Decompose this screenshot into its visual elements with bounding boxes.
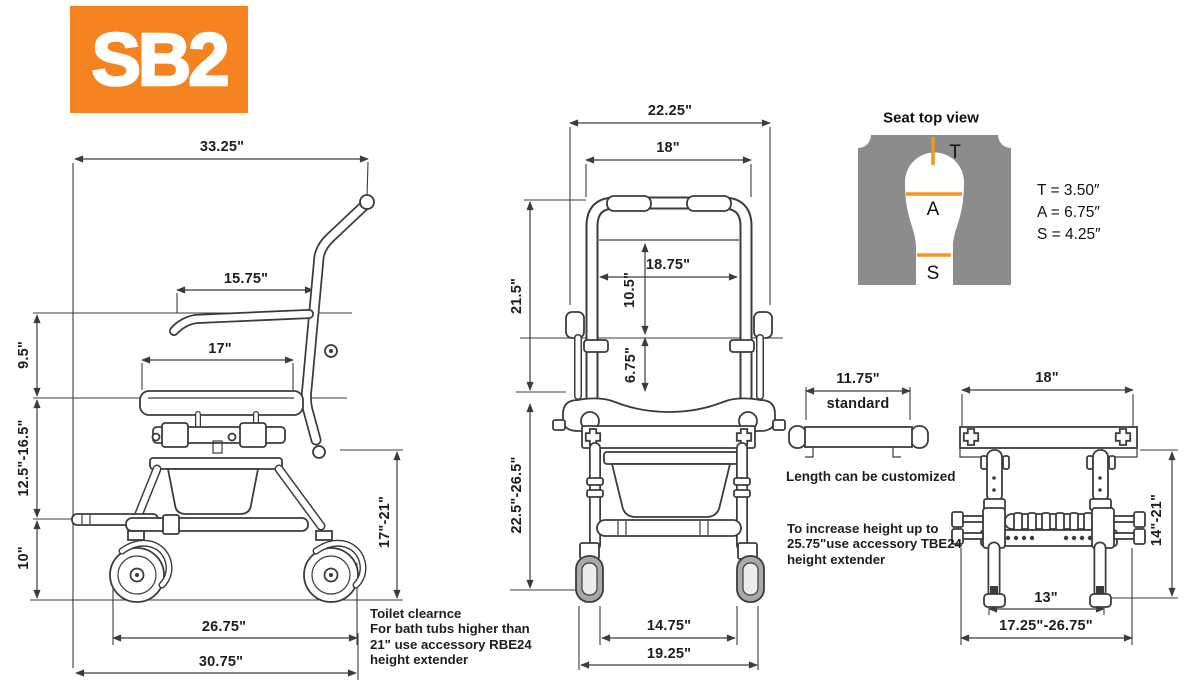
rear-view-drawing — [951, 386, 1178, 645]
seat-dimension-legend: T = 3.50″ A = 6.75″ S = 4.25″ — [1037, 180, 1101, 246]
front-dim-armrest-to-seat: 6.75" — [623, 346, 639, 384]
seat-top-view-title: Seat top view — [883, 109, 979, 127]
side-dim-clearance: 10" — [16, 546, 32, 570]
toilet-clearance-note-line3: 21" use accessory RBE24 — [370, 636, 532, 652]
rear-dim-top-width: 18" — [1035, 370, 1059, 386]
side-view-drawing — [30, 155, 403, 680]
front-dim-inner-wheel-width: 14.75" — [646, 618, 692, 634]
side-dim-seat-depth: 17" — [208, 341, 232, 357]
front-dim-floor-to-seat-range: 22.5"-26.5" — [509, 456, 525, 534]
front-dim-overall-width: 22.25" — [647, 103, 693, 119]
armrest-dim-length: 11.75" — [836, 371, 880, 387]
front-view-drawing — [510, 119, 786, 670]
rear-dim-foot-spacing: 13" — [1034, 590, 1058, 606]
side-dim-seat-to-armrest: 9.5" — [16, 341, 32, 369]
front-dim-outer-wheel-width: 19.25" — [646, 646, 692, 662]
toilet-clearance-note-line1: Toilet clearnce — [370, 606, 462, 621]
seat-marker-a: A — [926, 199, 940, 220]
legend-a: A = 6.75″ — [1037, 204, 1100, 221]
toilet-clearance-note: Toilet clearnce For bath tubs higher tha… — [370, 606, 532, 667]
product-logo-text: SB2 — [90, 17, 230, 103]
side-dim-armrest-length: 15.75" — [223, 271, 269, 287]
side-dim-base-length: 30.75" — [198, 654, 244, 670]
product-logo: SB2 — [70, 6, 248, 113]
toilet-clearance-note-line4: height extender — [370, 651, 469, 667]
armrest-customize-note: Length can be customized — [786, 469, 956, 484]
front-dim-backrest-width: 18" — [656, 140, 680, 156]
side-dim-overall-length: 33.25" — [199, 139, 245, 155]
seat-marker-t: T — [949, 142, 961, 163]
armrest-detail-drawing — [788, 387, 929, 458]
side-dim-wheel-spacing: 26.75" — [201, 619, 247, 635]
front-dim-back-panel-height: 10.5" — [622, 271, 638, 309]
rear-dim-height-range: 14"-21" — [1149, 493, 1165, 547]
side-dim-seat-height-range: 17"-21" — [377, 495, 393, 549]
legend-s: S = 4.25″ — [1037, 226, 1101, 243]
rear-dim-width-range: 17.25"-26.75" — [999, 618, 1093, 634]
seat-top-view-drawing — [845, 122, 1024, 285]
toilet-clearance-note-line2: For bath tubs higher than — [370, 621, 530, 637]
legend-t: T = 3.50″ — [1037, 182, 1100, 199]
front-dim-backrest-height: 21.5" — [509, 277, 525, 315]
height-extender-note-line2: 25.75"use accessory TBE24 — [787, 536, 962, 552]
height-extender-note-line3: height extender — [787, 551, 886, 567]
seat-marker-s: S — [926, 263, 940, 284]
armrest-variant-label: standard — [826, 396, 890, 412]
height-extender-note: To increase height up to 25.75"use acces… — [787, 521, 962, 567]
height-extender-note-line1: To increase height up to — [787, 521, 939, 536]
front-dim-inner-width: 18.75" — [645, 257, 691, 273]
side-dim-adjust-range: 12.5"-16.5" — [16, 419, 32, 497]
